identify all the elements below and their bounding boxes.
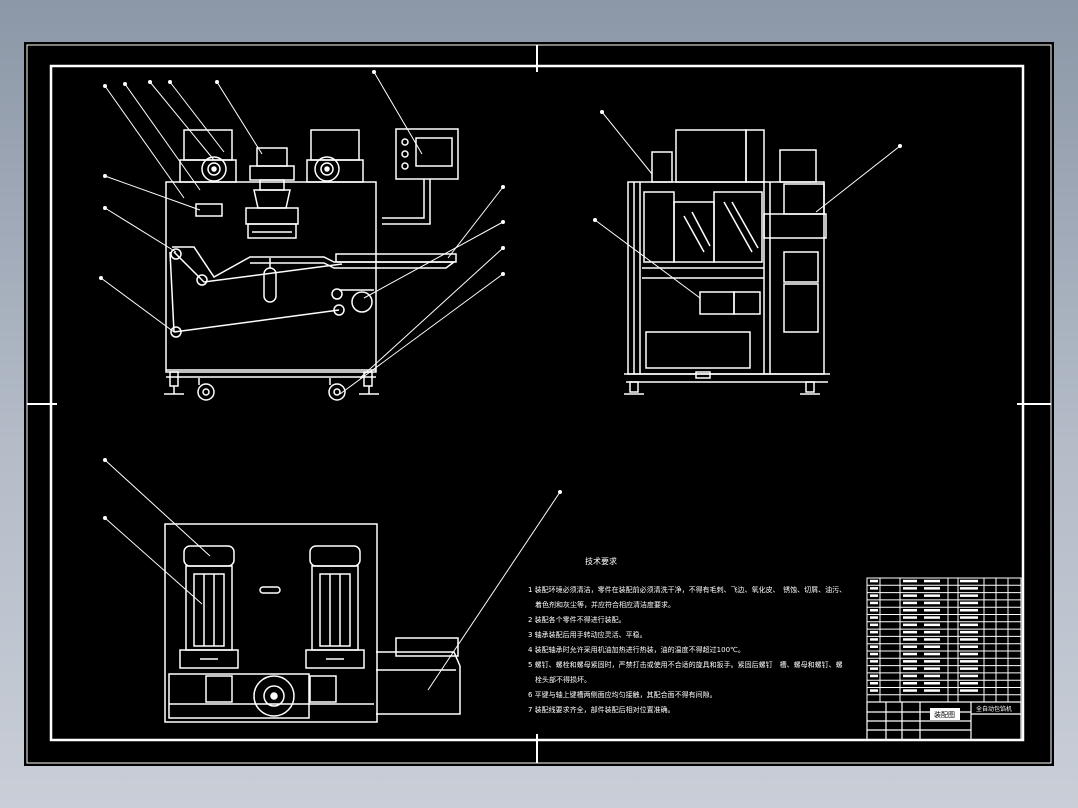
leader-dots (99, 70, 902, 520)
parts-cell-mark (870, 601, 878, 605)
parts-cell-mark (903, 660, 917, 663)
parts-cell-mark (924, 652, 940, 656)
parts-cell-mark (870, 660, 878, 663)
note-line: 7 装配线要求齐全，部件装配后相对位置准确。 (528, 705, 675, 714)
parts-cell-mark (960, 674, 978, 678)
note-line: 5 螺钉、螺栓和螺母紧固时，严禁打击或使用不合适的旋具和扳手。紧固后螺钉 槽、螺… (528, 660, 843, 669)
machine-name: 全自动包馅机 (976, 705, 1012, 713)
parts-list-marks (870, 579, 978, 692)
parts-cell-mark (903, 594, 917, 597)
parts-cell-mark (903, 623, 917, 627)
side-view (624, 129, 830, 395)
drawing-name-plate (930, 708, 960, 720)
parts-cell-mark (960, 587, 978, 590)
parts-cell-mark (924, 623, 940, 627)
parts-list (866, 577, 1022, 703)
parts-cell-mark (870, 645, 878, 648)
note-line: 3 轴承装配后用手转动应灵活、平稳。 (528, 630, 647, 639)
parts-cell-mark (870, 682, 878, 685)
parts-cell-mark (903, 667, 917, 670)
parts-cell-mark (870, 594, 878, 597)
parts-cell-mark (924, 616, 940, 619)
centering-marks (27, 45, 1051, 763)
parts-cell-mark (924, 674, 940, 678)
note-line: 6 平键与轴上键槽两侧面应均匀接触，其配合面不得有间隙。 (528, 690, 717, 699)
parts-cell-mark (924, 660, 940, 663)
parts-cell-mark (870, 689, 878, 692)
parts-cell-mark (903, 616, 917, 619)
parts-cell-mark (924, 587, 940, 590)
parts-cell-mark (960, 689, 978, 692)
note-line: 1 装配环境必须清洁，零件在装配前必须清洗干净，不得有毛刺、飞边、氧化皮、 锈蚀… (528, 585, 846, 594)
parts-cell-mark (870, 638, 878, 641)
technical-notes: 技术要求 1 装配环境必须清洁，零件在装配前必须清洗干净，不得有毛刺、飞边、氧化… (528, 556, 846, 714)
title-block (866, 701, 1022, 741)
parts-cell-mark (960, 623, 978, 627)
top-view (164, 523, 461, 723)
parts-cell-mark (924, 609, 940, 612)
parts-cell-mark (870, 674, 878, 678)
parts-cell-mark (903, 682, 917, 685)
notes-title: 技术要求 (585, 556, 617, 566)
cad-drawing: 技术要求 1 装配环境必须清洁，零件在装配前必须清洗干净，不得有毛刺、飞边、氧化… (26, 44, 1052, 764)
parts-cell-mark (924, 689, 940, 692)
parts-cell-mark (924, 682, 940, 685)
parts-cell-mark (960, 601, 978, 605)
parts-cell-mark (960, 682, 978, 685)
parts-cell-mark (903, 638, 917, 641)
parts-cell-mark (924, 579, 940, 583)
parts-cell-mark (870, 623, 878, 627)
parts-cell-mark (960, 616, 978, 619)
parts-cell-mark (870, 609, 878, 612)
parts-cell-mark (924, 645, 940, 648)
parts-cell-mark (960, 652, 978, 656)
parts-cell-mark (924, 601, 940, 605)
parts-cell-mark (870, 667, 878, 670)
parts-cell-mark (903, 674, 917, 678)
parts-cell-mark (870, 579, 878, 583)
parts-cell-mark (903, 601, 917, 605)
parts-cell-mark (924, 638, 940, 641)
parts-cell-mark (870, 630, 878, 634)
note-line: 着色剂和灰尘等，并应符合相应清洁度要求。 (528, 600, 675, 609)
parts-cell-mark (960, 630, 978, 634)
parts-cell-mark (924, 667, 940, 670)
parts-cell-mark (903, 652, 917, 656)
drawing-name: 装配图 (934, 710, 955, 719)
parts-cell-mark (903, 609, 917, 612)
note-line: 栓头部不得损坏。 (528, 675, 591, 684)
parts-cell-mark (960, 645, 978, 648)
front-view (164, 128, 459, 401)
leader-lines (100, 71, 901, 691)
parts-cell-mark (960, 667, 978, 670)
parts-cell-mark (870, 652, 878, 656)
parts-cell-mark (903, 579, 917, 583)
drawing-canvas: 技术要求 1 装配环境必须清洁，零件在装配前必须清洗干净，不得有毛刺、飞边、氧化… (24, 42, 1054, 766)
parts-cell-mark (960, 579, 978, 583)
parts-cell-mark (903, 689, 917, 692)
parts-cell-mark (903, 645, 917, 648)
parts-cell-mark (870, 616, 878, 619)
parts-cell-mark (960, 638, 978, 641)
note-line: 4 装配轴承时允许采用机油加热进行热装，油的温度不得超过100℃。 (528, 645, 745, 654)
note-line: 2 装配各个零件不得进行装配。 (528, 615, 626, 624)
parts-cell-mark (870, 587, 878, 590)
parts-cell-mark (924, 594, 940, 597)
parts-cell-mark (960, 594, 978, 597)
parts-cell-mark (960, 609, 978, 612)
parts-cell-mark (924, 630, 940, 634)
parts-cell-mark (903, 587, 917, 590)
parts-cell-mark (903, 630, 917, 634)
parts-cell-mark (960, 660, 978, 663)
